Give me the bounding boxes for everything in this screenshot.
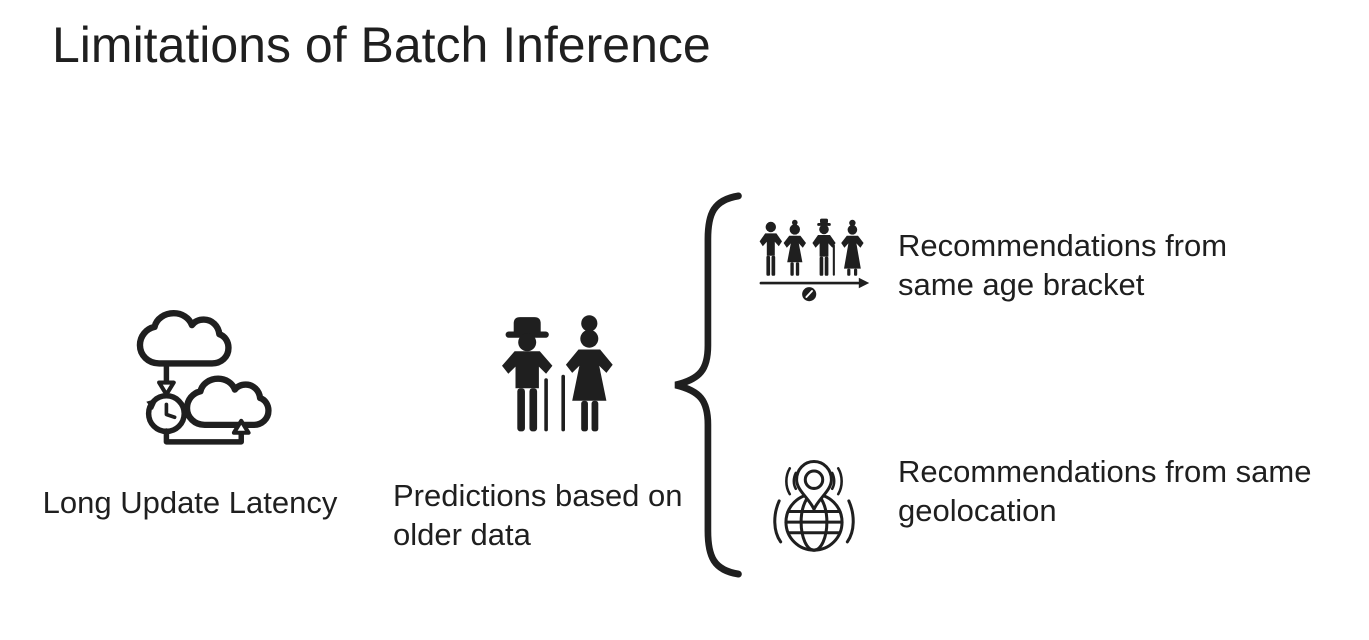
consequence-age-bracket-label: Recommendations from same age bracket <box>898 228 1228 302</box>
limitation-older-data-label: Predictions based on older data <box>393 478 683 552</box>
limitation-latency-label: Long Update Latency <box>42 485 338 520</box>
age-progression-timeline-icon <box>758 218 870 308</box>
page-title: Limitations of Batch Inference <box>52 17 711 73</box>
consequence-geolocation-label: Recommendations from same geolocation <box>898 454 1312 528</box>
curly-brace <box>664 190 748 580</box>
globe-location-pin-icon <box>764 453 864 561</box>
elderly-couple-icon <box>484 311 628 442</box>
cloud-sync-clock-icon <box>124 305 280 451</box>
